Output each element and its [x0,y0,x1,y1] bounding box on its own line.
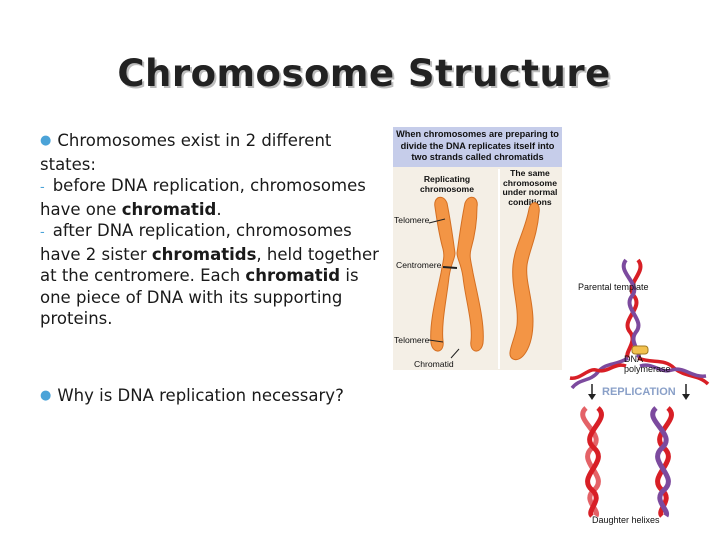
dash-icon: - [40,225,45,240]
page-title: Chromosome Structure [117,52,611,95]
label-same-chromosome: The same chromosome under normal conditi… [502,168,558,207]
dna-polymerase-icon [631,345,649,355]
bullet-1: ●Chromosomes exist in 2 different states… [40,131,332,174]
chromosome-drawing [428,196,540,361]
dash-icon: - [40,180,45,195]
bullet-list: ●Chromosomes exist in 2 different states… [40,130,385,330]
bullet-2: ●Why is DNA replication necessary? [40,386,344,405]
replicating-chromosome [430,196,484,352]
fork-left [569,356,629,390]
label-daughter-helixes: Daughter helixes [592,515,660,525]
arrow-down-icon [588,394,596,400]
sub-bullet-1: -before DNA replication, chromosomes hav… [40,176,366,219]
sub-bullet-2: -after DNA replication, chromosomes have… [40,221,379,328]
figure-divider [498,169,500,369]
label-replication: REPLICATION [602,386,676,398]
label-chromatid: Chromatid [414,359,454,369]
label-centromere: Centromere [396,260,442,270]
label-telomere-bottom: Telomere [394,335,430,345]
label-dna-polymerase: DNA polymerase [624,354,671,374]
parental-helix [621,258,643,360]
daughter-helix-left [580,406,604,518]
bullet-dot-icon: ● [40,133,52,148]
fork-right [637,356,710,386]
single-chromosome [509,202,540,361]
dna-replication-drawing [569,258,710,518]
arrow-down-icon [682,394,690,400]
figure-caption: When chromosomes are preparing to divide… [393,127,562,167]
label-parental-template: Parental template [578,282,649,292]
bullet-dot-icon: ● [40,388,52,403]
label-replicating: Replicating chromosome [420,174,474,194]
daughter-helix-right [650,406,674,518]
chromosome-figure: When chromosomes are preparing to divide… [393,127,562,370]
label-telomere-top: Telomere [394,215,430,225]
page-title-shadow: Chromosome Structure [119,54,613,97]
